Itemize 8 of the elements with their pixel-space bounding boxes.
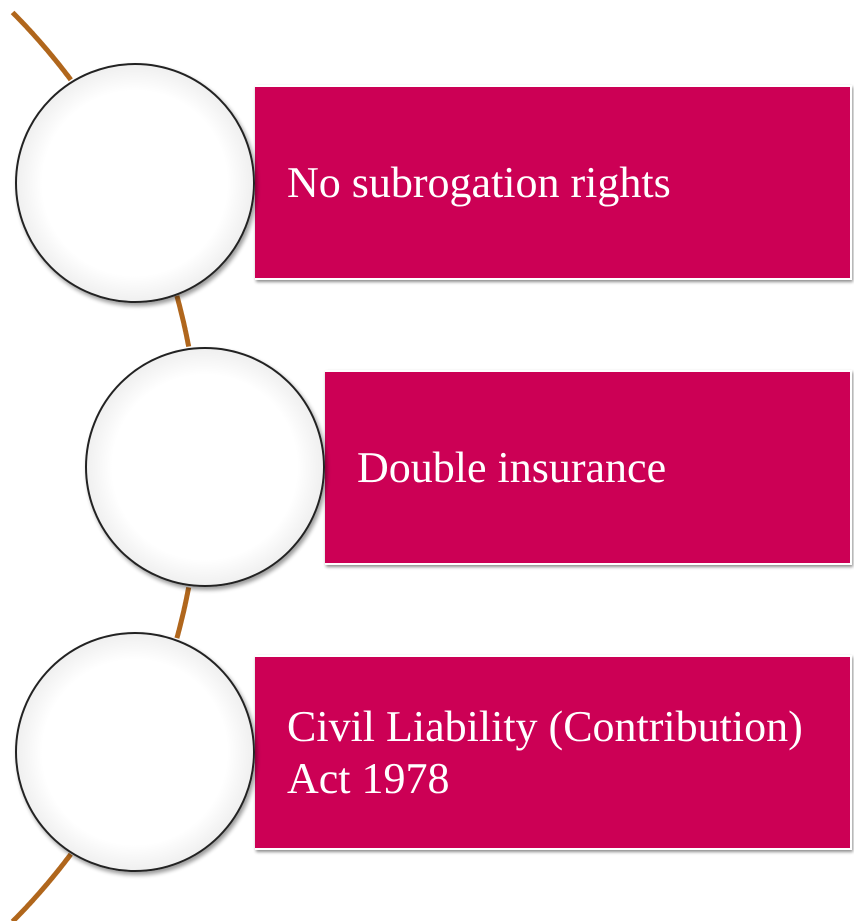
text-banner bbox=[255, 655, 852, 850]
banner-text: Civil Liability (Contribution) Act 1978 bbox=[287, 700, 804, 804]
connector-line bbox=[174, 295, 192, 348]
banner-text: No subrogation rights bbox=[287, 156, 671, 208]
banner-text: Double insurance bbox=[357, 442, 666, 494]
text-banner bbox=[325, 370, 852, 565]
connector-line bbox=[174, 586, 192, 639]
text-banner bbox=[255, 85, 852, 280]
